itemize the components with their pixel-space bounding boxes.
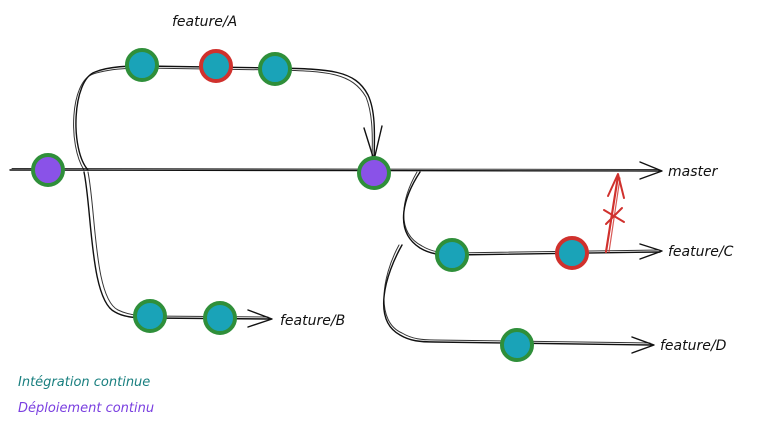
branch-label-feature-d: feature/D xyxy=(660,338,727,354)
commit-feature-b-1 xyxy=(133,299,167,333)
commit-master-merge-deployed xyxy=(357,156,391,190)
legend-ci-label: Intégration continue xyxy=(18,375,150,390)
branch-label-master: master xyxy=(668,164,719,180)
legend: Intégration continue Déploiement continu xyxy=(18,375,154,416)
branch-label-feature-c: feature/C xyxy=(668,244,734,260)
commit-feature-a-2-failed xyxy=(199,49,233,83)
feature-b-branch-line xyxy=(83,171,273,328)
commit-feature-a-1 xyxy=(125,48,159,82)
feature-a-branch-line xyxy=(73,65,383,171)
commit-feature-d-1 xyxy=(500,328,534,362)
commit-initial-deployed xyxy=(31,153,65,187)
commit-feature-b-2 xyxy=(203,301,237,335)
legend-cd-label: Déploiement continu xyxy=(18,401,154,416)
commit-feature-c-1 xyxy=(435,238,469,272)
commit-feature-a-3 xyxy=(258,52,292,86)
commit-feature-c-2-failed xyxy=(555,236,589,270)
master-branch-line xyxy=(9,161,663,180)
branch-label-feature-b: feature/B xyxy=(280,313,345,329)
blocked-merge-arrow xyxy=(603,173,625,254)
cross-mark-icon xyxy=(603,207,625,225)
feature-d-branch-line xyxy=(383,244,655,354)
branch-label-feature-a: feature/A xyxy=(172,14,237,30)
